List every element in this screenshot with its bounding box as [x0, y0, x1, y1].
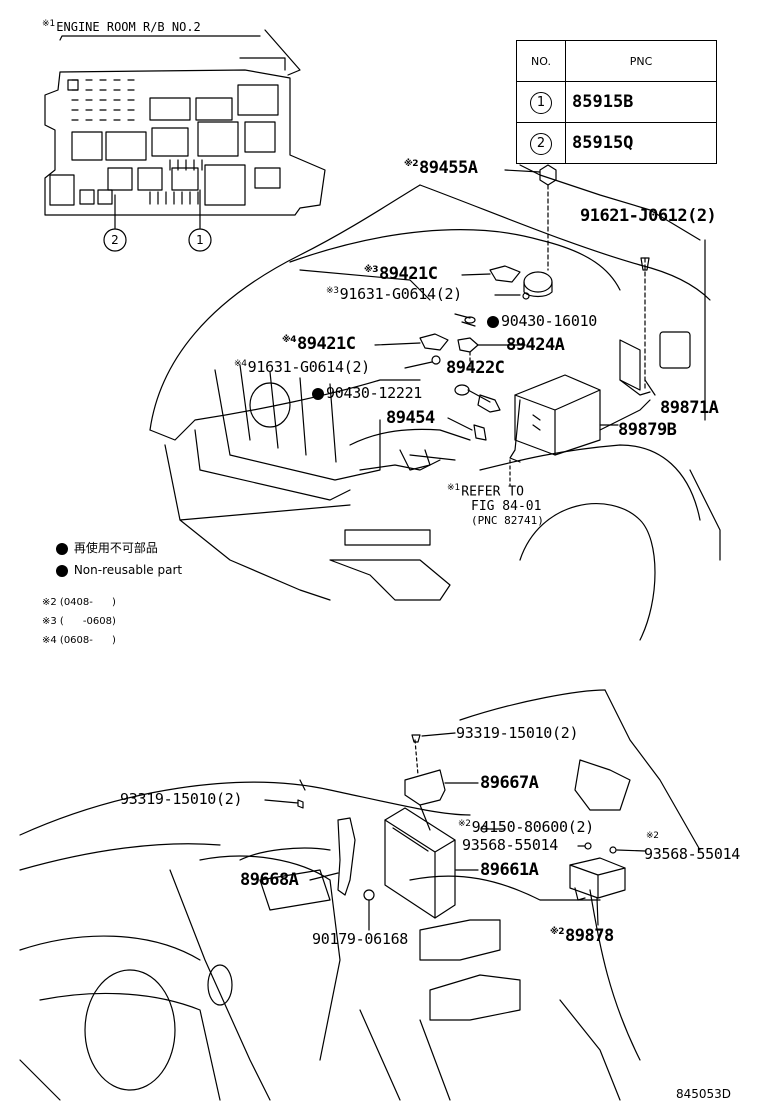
part-mark: ※4: [234, 359, 247, 369]
pnc-row: 2 85915Q: [516, 122, 717, 164]
fuse-box-mark: ※1: [42, 19, 56, 29]
dashboard-drawing: [19, 689, 701, 1101]
part-mark: ※4: [282, 335, 297, 346]
pnc-header-no: NO.: [516, 40, 566, 82]
part-89879B[interactable]: 89879B: [618, 420, 677, 440]
part-mark: ※2: [550, 927, 565, 938]
part-89667A[interactable]: 89667A: [480, 773, 539, 793]
part-mark: ※2: [404, 159, 419, 170]
part-93568-55014-b[interactable]: ※2 93568-55014: [630, 832, 740, 862]
part-number: 89878: [565, 926, 614, 946]
date-note-3: ※3 ( -0608): [42, 616, 116, 627]
part-mark: ※3: [326, 286, 339, 296]
vehicle-front-drawing: [149, 164, 721, 641]
part-89878[interactable]: ※289878: [550, 928, 614, 945]
part-number: 91631-G0614(2): [339, 285, 463, 303]
part-91621-J0612[interactable]: 91621-J0612(2): [580, 206, 717, 226]
part-93319-15010-b[interactable]: 93319-15010(2): [120, 790, 243, 808]
fuse-box-title-text: ENGINE ROOM R/B NO.2: [56, 20, 201, 34]
pnc-row-no: 2: [530, 132, 552, 155]
date-note-4: ※4 (0608- ): [42, 635, 116, 646]
part-number: 93568-55014: [644, 845, 741, 863]
part-89455A[interactable]: ※289455A: [404, 158, 478, 178]
part-89421C-a[interactable]: ※389421C: [364, 264, 438, 284]
part-mark: ※2: [646, 831, 659, 841]
pnc-row: 1 85915B: [516, 81, 717, 123]
non-reusable-dot-icon: [56, 542, 68, 555]
part-number: 90430-12221: [326, 384, 423, 402]
fuse-box-title: ※1ENGINE ROOM R/B NO.2: [42, 19, 201, 34]
leader-lines-lower: [264, 732, 646, 931]
pnc-row-value: 85915Q: [572, 133, 634, 153]
pnc-header-pnc: PNC: [565, 40, 717, 82]
part-89421C-b[interactable]: ※489421C: [282, 334, 356, 354]
part-93568-55014-a[interactable]: 93568-55014: [462, 836, 559, 854]
part-93319-15010-a[interactable]: 93319-15010(2): [456, 724, 579, 742]
refer-line-2: FIG 84-01: [471, 499, 542, 515]
pnc-row-no: 1: [530, 91, 552, 114]
part-91631-G0614-a[interactable]: ※391631-G0614(2): [326, 287, 462, 302]
part-90179-06168[interactable]: 90179-06168: [312, 930, 409, 948]
non-reusable-dot-icon: [487, 315, 499, 328]
callout-1: 1: [196, 233, 204, 247]
part-number: 89421C: [379, 264, 438, 284]
refer-line-1: REFER TO: [461, 484, 524, 500]
part-89454[interactable]: 89454: [386, 408, 435, 428]
part-89422C[interactable]: 89422C: [446, 358, 505, 378]
part-89871A[interactable]: 89871A: [660, 398, 719, 418]
refer-line-3: (PNC 82741): [471, 514, 544, 528]
part-89661A[interactable]: 89661A: [480, 860, 539, 880]
legend-jp-text: 再使用不可部品: [73, 541, 158, 555]
fuse-box-drawing: [44, 29, 326, 252]
part-number: 89455A: [419, 158, 478, 178]
refer-mark: ※1: [447, 483, 461, 493]
relay-block-drawing: [509, 331, 691, 463]
part-89424A[interactable]: 89424A: [506, 335, 565, 355]
legend-en-text: Non-reusable part: [73, 563, 183, 577]
legend-en: Non-reusable part: [56, 564, 182, 577]
part-90430-12221[interactable]: 90430-12221: [312, 386, 422, 401]
leader-lines-upper: [374, 169, 656, 486]
figure-id: 845053D: [676, 1087, 732, 1101]
part-mark: ※3: [364, 265, 379, 276]
part-number: 90430-16010: [501, 312, 598, 330]
part-number: 89421C: [297, 334, 356, 354]
date-note-2: ※2 (0408- ): [42, 597, 116, 608]
part-mark: ※2: [458, 819, 471, 829]
sensor-parts-upper: [419, 164, 650, 441]
refer-note[interactable]: ※1REFER TO FIG 84-01 (PNC 82741): [447, 483, 544, 528]
part-number: 91631-G0614(2): [247, 358, 371, 376]
part-89668A[interactable]: 89668A: [240, 870, 299, 890]
non-reusable-dot-icon: [312, 387, 324, 400]
part-90430-16010[interactable]: 90430-16010: [487, 314, 597, 329]
callout-2: 2: [111, 233, 119, 247]
part-94150-80600[interactable]: ※294150-80600(2): [458, 820, 594, 835]
pnc-row-value: 85915B: [572, 92, 634, 112]
pnc-table: NO. PNC 1 85915B 2 85915Q: [516, 40, 717, 164]
part-91631-G0614-b[interactable]: ※491631-G0614(2): [234, 360, 370, 375]
non-reusable-dot-icon: [56, 564, 68, 577]
part-number: 94150-80600(2): [471, 818, 595, 836]
legend-jp: 再使用不可部品: [56, 542, 158, 555]
